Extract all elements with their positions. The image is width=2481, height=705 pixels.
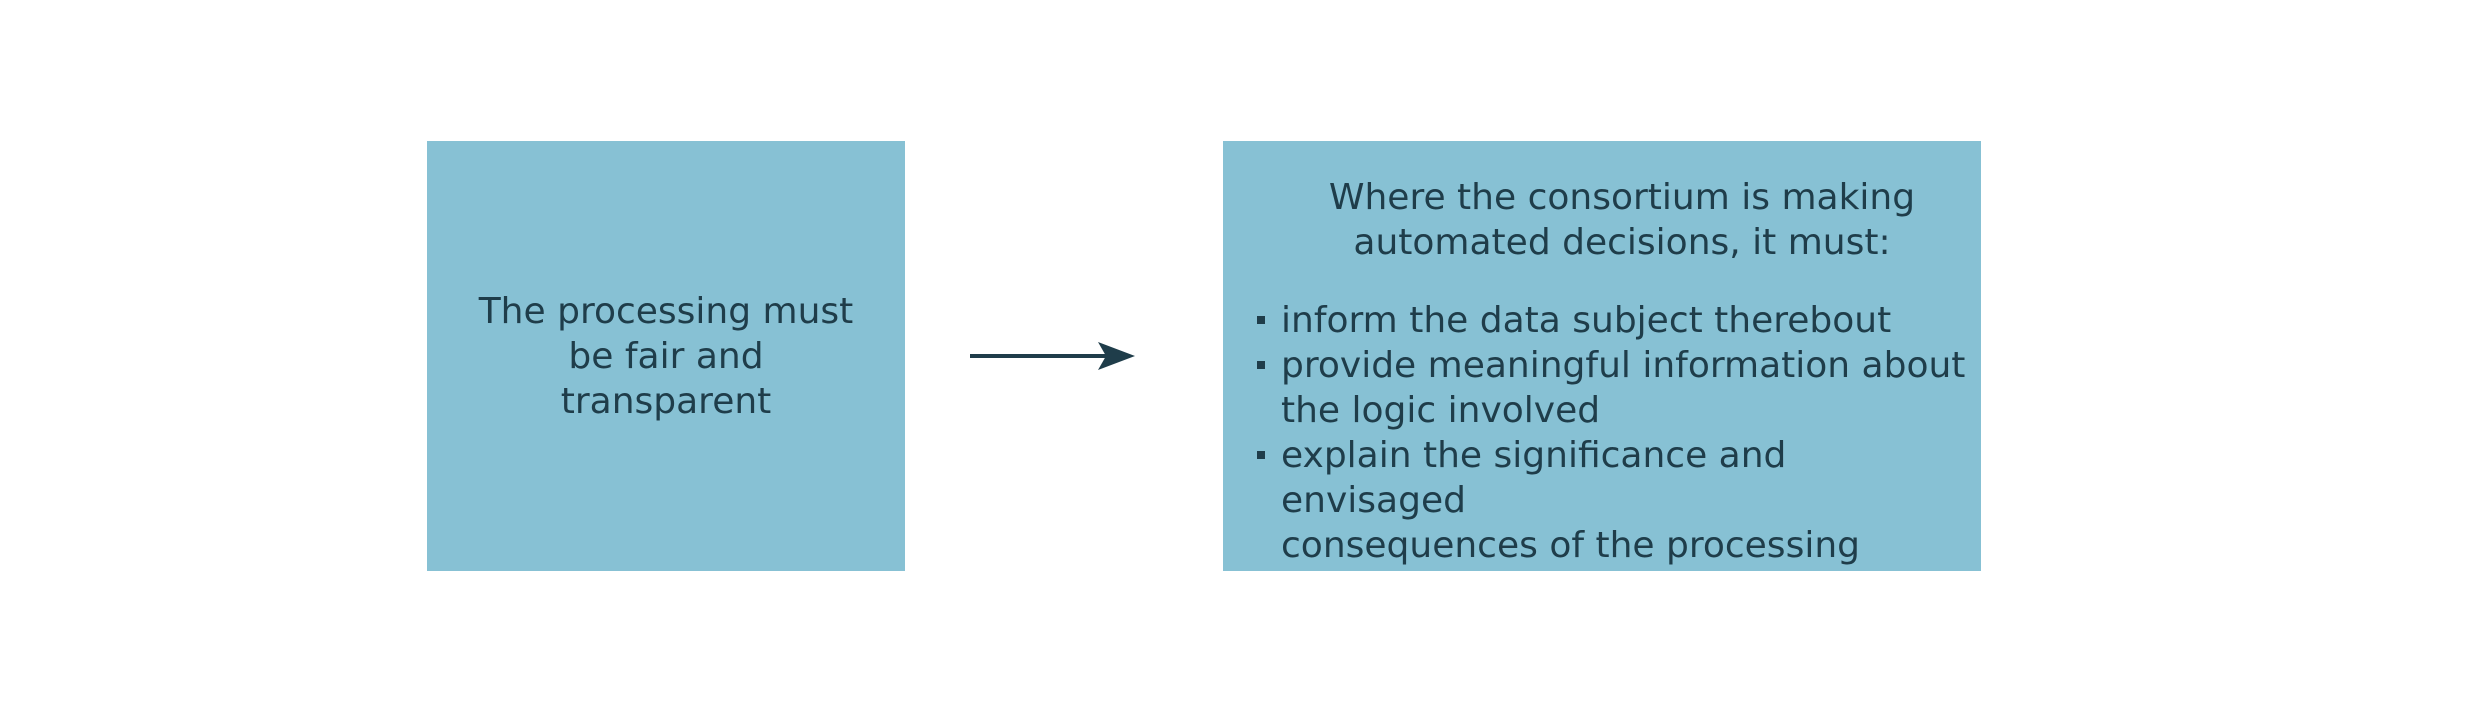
list-item: inform the data subject therebout [1257,298,1967,343]
right-box-heading: Where the consortium is making automated… [1223,175,1981,265]
list-item-line: provide meaningful information about [1281,345,1966,386]
right-arrow-icon [970,342,1135,370]
left-box-line: The processing must [478,290,854,332]
left-box-line: be fair and [568,335,764,377]
heading-line: Where the consortium is making [1328,177,1916,218]
list-item-line: explain the significance and envisaged [1281,435,1787,521]
left-box-line: transparent [560,380,772,422]
bullet-icon [1257,451,1265,459]
list-item: provide meaningful information about the… [1257,343,1967,433]
bullet-icon [1257,316,1265,324]
left-box: The processing must be fair and transpar… [427,141,905,571]
heading-line: automated decisions, it must: [1353,222,1891,263]
list-item-line: consequences of the processing [1281,525,1860,566]
list-item: explain the significance and envisaged c… [1257,433,1967,568]
list-item-line: the logic involved [1281,390,1601,431]
left-box-text: The processing must be fair and transpar… [466,289,866,424]
bullet-icon [1257,361,1265,369]
requirements-list: inform the data subject therebout provid… [1257,298,1967,568]
list-item-line: inform the data subject therebout [1281,300,1892,341]
right-box: Where the consortium is making automated… [1223,141,1981,571]
